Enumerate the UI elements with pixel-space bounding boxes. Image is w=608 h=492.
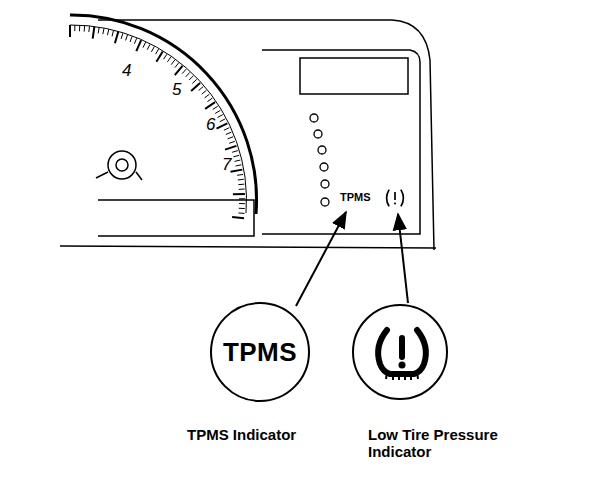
indicator-name: TPMS — [223, 337, 297, 368]
gauge-tick — [226, 132, 232, 134]
gauge-tick — [84, 26, 86, 32]
gauge-tick — [235, 160, 241, 161]
gauge-tick — [199, 87, 204, 91]
gauge-tick — [136, 40, 141, 51]
gauge-tick — [192, 79, 196, 83]
callout-circle: Low Tire Pressure Indicator — [352, 304, 543, 466]
tach-number: 7 — [222, 156, 231, 173]
gauge-tick — [175, 66, 183, 75]
gauge-tick — [156, 52, 162, 62]
gauge-tick — [239, 189, 245, 190]
gauge-tick — [233, 193, 245, 195]
callout-caption: TPMS Indicator — [187, 426, 347, 443]
gauge-tick — [217, 123, 228, 128]
indicator-dots — [310, 114, 329, 206]
gauge-tick — [134, 38, 136, 44]
large-tire-icon — [378, 330, 426, 380]
gauge-tick — [239, 198, 245, 199]
small-tire-icon — [387, 190, 404, 207]
gauge-tick — [112, 30, 113, 36]
gauge-tick — [115, 32, 118, 44]
gauge-tick — [189, 76, 193, 80]
gauge-tick — [218, 115, 223, 118]
dash-tpms-indicator: TPMS — [340, 192, 371, 203]
gauge-tick — [239, 203, 245, 204]
gauge-tick — [98, 27, 99, 33]
gauge-tick — [232, 217, 244, 218]
gauge-tick — [225, 146, 236, 150]
gauge-tick — [93, 27, 95, 39]
gauge-tick — [236, 165, 242, 166]
gauge-tick — [231, 170, 243, 172]
gauge-tick — [103, 28, 104, 34]
gauge-tick — [126, 35, 128, 41]
gauge-tick — [228, 137, 234, 139]
gauge-tick — [130, 36, 132, 42]
gauge-tick — [220, 119, 225, 122]
gauge-tick — [182, 69, 186, 73]
gauge-tick — [202, 90, 207, 94]
gauge-tick — [121, 33, 123, 39]
gauge-tick — [107, 29, 108, 35]
gauge-tick — [229, 141, 235, 143]
gauge-tick — [167, 57, 170, 62]
gauge-tick — [215, 110, 220, 113]
circle-outline — [352, 304, 448, 400]
gauge-tick — [79, 25, 80, 31]
tachometer-gauge — [70, 15, 257, 218]
gauge-tick — [175, 63, 179, 68]
callout-caption: Low Tire Pressure Indicator — [368, 426, 543, 460]
gauge-tick — [237, 174, 243, 176]
gauge-tick — [143, 42, 146, 47]
gauge-tick — [232, 151, 238, 153]
gauge-knob — [96, 151, 142, 180]
gauge-tick — [191, 83, 200, 91]
gauge-tick — [151, 47, 154, 52]
gauge-tick — [74, 25, 75, 31]
gauge-tick — [147, 44, 150, 49]
leader-arrows — [296, 212, 408, 306]
gauge-tick — [233, 155, 239, 157]
circle-outline: TPMS — [210, 302, 310, 402]
dash-outline — [60, 20, 436, 250]
gauge-tick — [224, 128, 229, 130]
gauge-tick — [213, 106, 218, 109]
gauge-tick — [156, 49, 159, 54]
gauge-tick — [205, 102, 215, 109]
tach-number: 5 — [172, 81, 181, 98]
gauge-tick — [239, 208, 245, 209]
gauge-tick — [171, 60, 175, 65]
gauge-tick — [239, 212, 245, 213]
gauge-tick — [238, 179, 244, 181]
gauge-tick — [238, 184, 244, 186]
gauge-tick — [69, 25, 71, 37]
gauge-tick — [207, 98, 212, 101]
callout-circle: TPMS TPMS Indicator — [187, 302, 347, 466]
gauge-tick — [205, 94, 210, 98]
tach-number: 6 — [206, 116, 215, 133]
tach-number: 4 — [122, 62, 131, 79]
gauge-tick — [186, 72, 190, 76]
gauge-tick — [88, 26, 90, 32]
gauge-tick — [164, 54, 167, 59]
